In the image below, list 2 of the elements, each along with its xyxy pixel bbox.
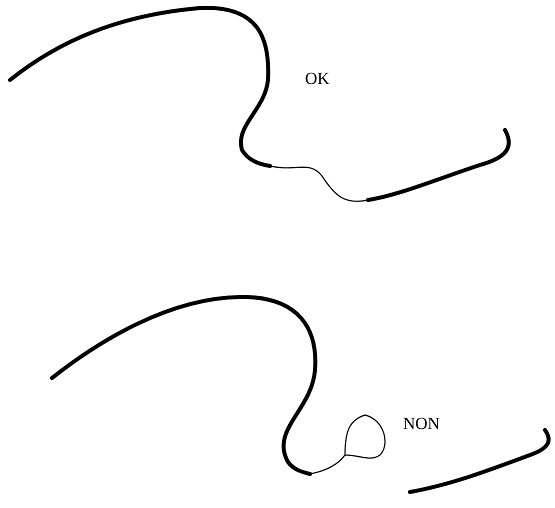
caption-text: OK <box>305 69 330 89</box>
caption-text: NON <box>403 414 440 434</box>
